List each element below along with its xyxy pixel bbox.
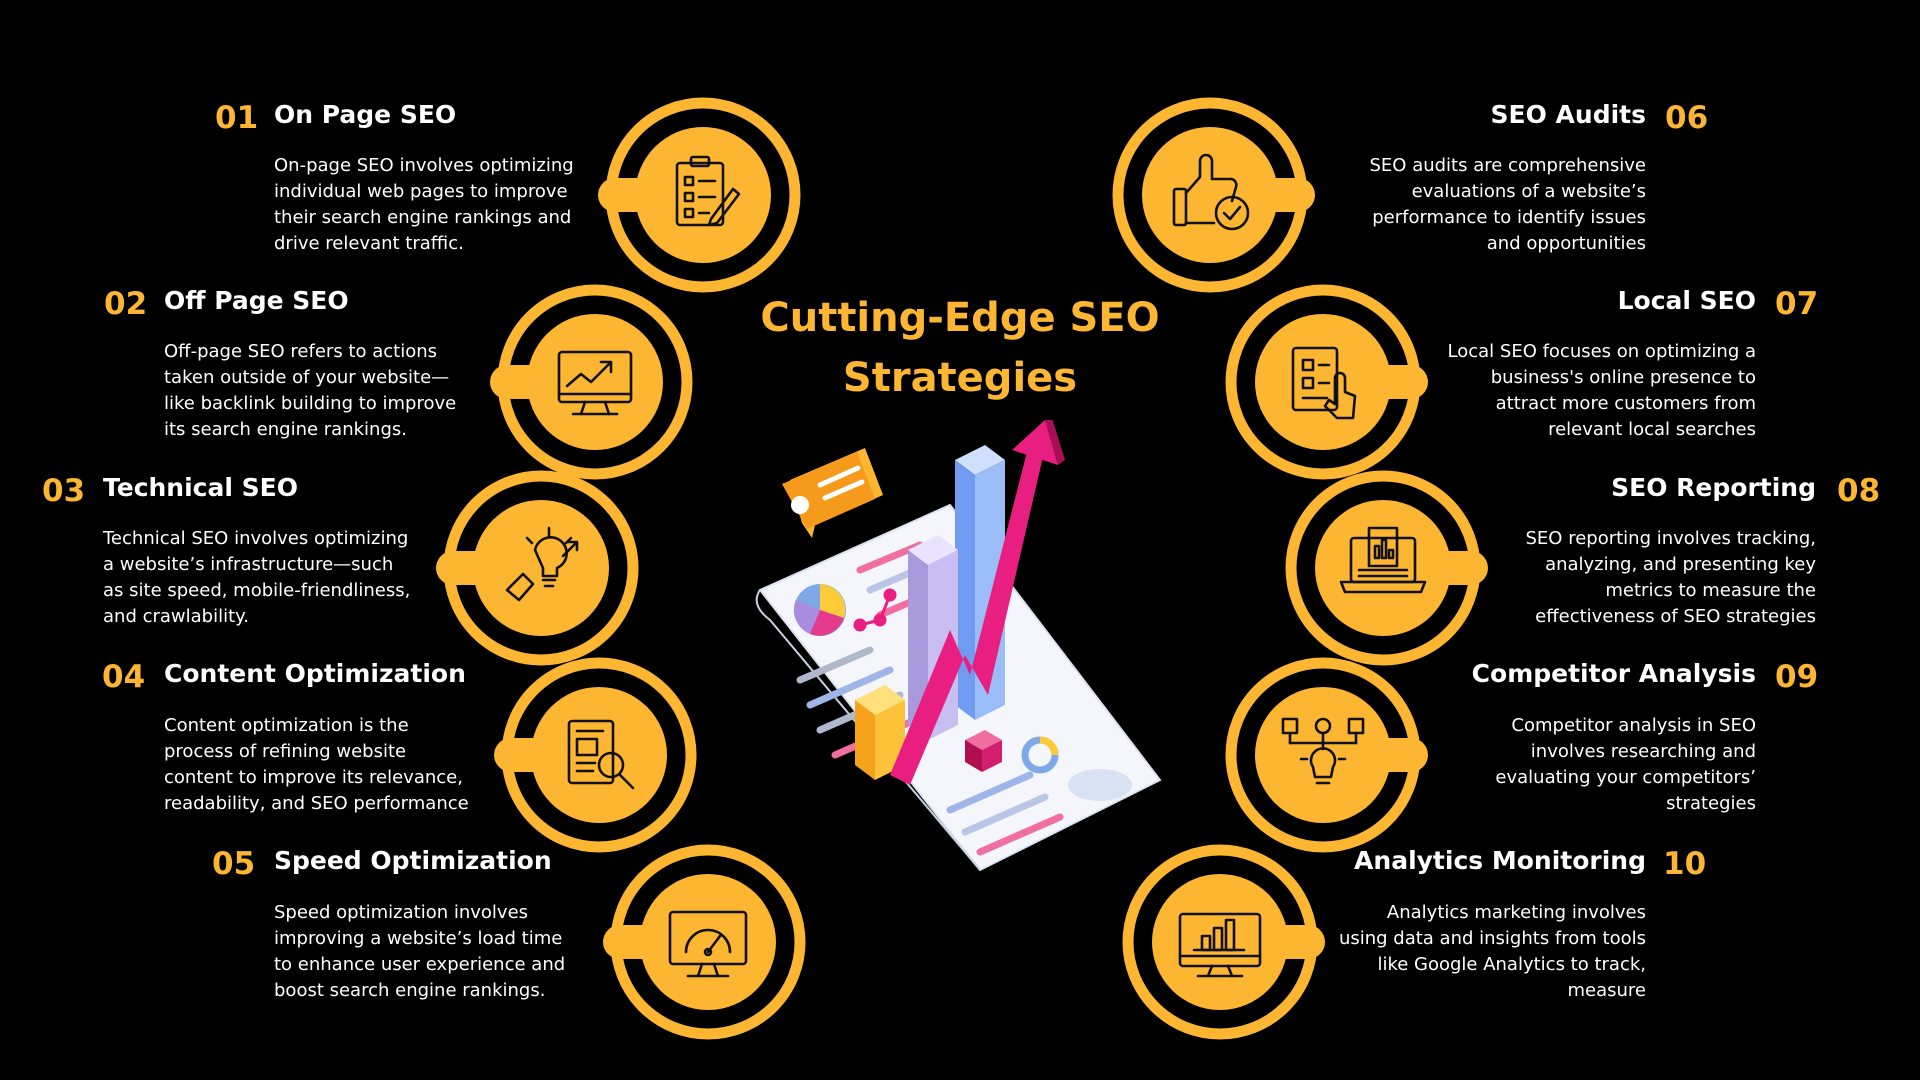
title-line-1: Cutting-Edge SEO bbox=[760, 295, 1160, 341]
network-node-icon bbox=[853, 588, 897, 632]
pie-chart-icon bbox=[794, 584, 846, 636]
seo-monitor-icon bbox=[490, 277, 700, 487]
document-click-icon bbox=[1218, 277, 1428, 487]
item-number: 10 bbox=[1663, 846, 1707, 882]
item-number: 03 bbox=[42, 473, 86, 509]
item-number: 05 bbox=[212, 846, 256, 882]
item-title: Speed Optimization bbox=[274, 846, 552, 875]
item-number: 04 bbox=[102, 659, 146, 695]
item-title: On Page SEO bbox=[274, 100, 457, 129]
item-title: SEO Audits bbox=[1490, 100, 1646, 129]
item-title: Competitor Analysis bbox=[1471, 659, 1756, 688]
idea-network-icon bbox=[1218, 650, 1428, 860]
lightbulb-hand-icon bbox=[436, 463, 646, 673]
item-number: 07 bbox=[1775, 286, 1819, 322]
laptop-report-icon bbox=[1278, 463, 1488, 673]
item-number: 01 bbox=[215, 100, 259, 136]
item-title: Off Page SEO bbox=[164, 286, 349, 315]
shadow-shape bbox=[1068, 769, 1132, 801]
thumbs-up-check-icon bbox=[1105, 90, 1315, 300]
checklist-icon bbox=[598, 90, 808, 300]
analytics-monitor-icon bbox=[1115, 837, 1325, 1047]
item-title: Content Optimization bbox=[164, 659, 466, 688]
title-line-2: Strategies bbox=[842, 355, 1078, 401]
item-number: 09 bbox=[1775, 659, 1819, 695]
bar-orange bbox=[855, 685, 905, 780]
item-number: 02 bbox=[104, 286, 148, 322]
speedometer-icon bbox=[603, 837, 813, 1047]
seo-growth-chart-illustration bbox=[755, 420, 1162, 872]
donut-chart-icon bbox=[1021, 736, 1059, 774]
cube-magenta bbox=[965, 730, 1002, 772]
item-number: 06 bbox=[1665, 100, 1709, 136]
item-title: Analytics Monitoring bbox=[1354, 846, 1646, 875]
item-description: SEO reporting involves tracking,analyzin… bbox=[1525, 528, 1817, 627]
document-search-icon bbox=[494, 650, 704, 860]
growth-arrow-icon bbox=[890, 420, 1065, 785]
item-number: 08 bbox=[1837, 473, 1881, 509]
item-title: Technical SEO bbox=[103, 473, 298, 502]
page-title: Cutting-Edge SEO Strategies bbox=[660, 288, 1260, 408]
chat-bubble-icon bbox=[782, 448, 883, 538]
item-title: SEO Reporting bbox=[1611, 473, 1816, 502]
item-title: Local SEO bbox=[1617, 286, 1756, 315]
